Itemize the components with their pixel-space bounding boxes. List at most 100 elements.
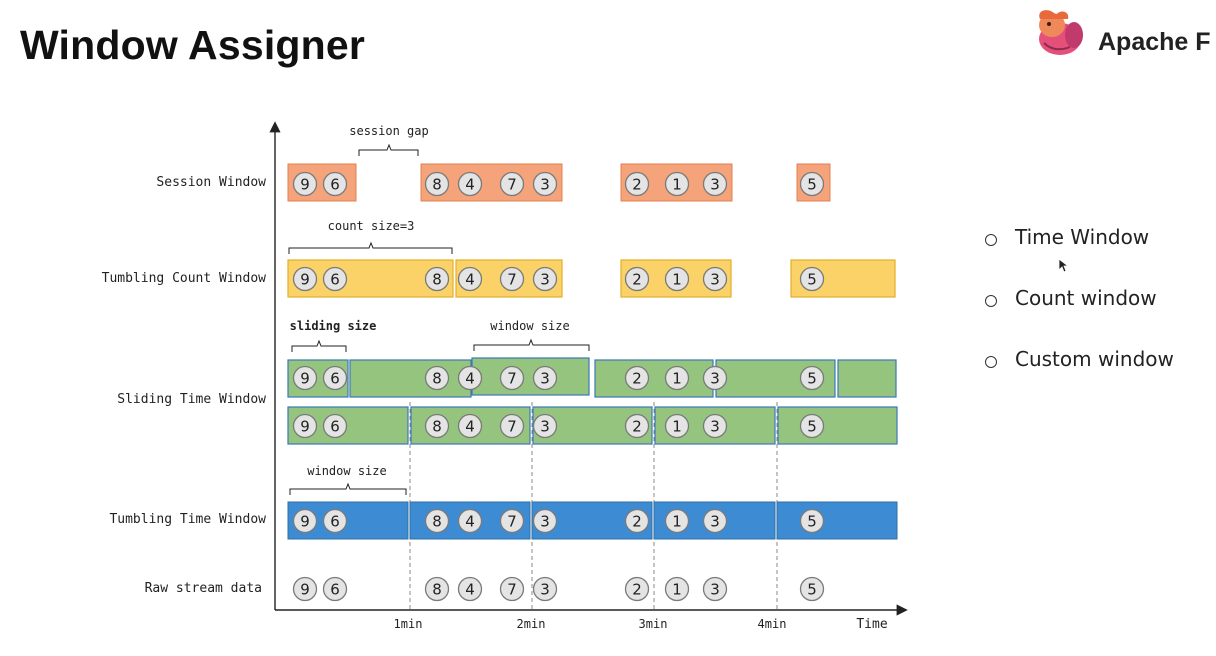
event-circle xyxy=(664,508,690,534)
event-value: 3 xyxy=(540,513,550,531)
event-marker-raw: 1 xyxy=(664,576,690,602)
event-circle xyxy=(499,266,525,292)
count-size-brace xyxy=(288,241,453,254)
event-circle xyxy=(322,171,348,197)
event-value: 3 xyxy=(540,581,550,599)
event-marker-sliding: 1 xyxy=(664,413,690,439)
event-value: 2 xyxy=(632,513,642,531)
event-marker-tumbling: 8 xyxy=(424,508,450,534)
flink-squirrel-icon xyxy=(1039,10,1083,55)
event-circle xyxy=(457,171,483,197)
event-value: 6 xyxy=(330,271,340,289)
event-circle xyxy=(292,508,318,534)
event-marker-raw: 2 xyxy=(624,576,650,602)
event-marker-sliding: 3 xyxy=(702,365,728,391)
event-marker-count: 4 xyxy=(457,266,483,292)
event-marker-sliding: 6 xyxy=(322,365,348,391)
event-circle xyxy=(424,266,450,292)
event-circle xyxy=(702,171,728,197)
event-value: 7 xyxy=(507,418,517,436)
event-value: 3 xyxy=(710,513,720,531)
row-label-tumbling: Tumbling Time Window xyxy=(109,512,266,527)
event-value: 9 xyxy=(300,513,310,531)
event-value: 1 xyxy=(672,271,682,289)
event-marker-raw: 6 xyxy=(322,576,348,602)
event-marker-sliding: 7 xyxy=(499,413,525,439)
event-marker-tumbling: 7 xyxy=(499,508,525,534)
event-circle xyxy=(799,365,825,391)
event-circle xyxy=(624,576,650,602)
event-marker-tumbling: 2 xyxy=(624,508,650,534)
window-size-tumbling-label: window size xyxy=(307,464,386,478)
event-value: 1 xyxy=(672,370,682,388)
event-marker-session: 5 xyxy=(799,171,825,197)
event-marker-count: 6 xyxy=(322,266,348,292)
event-circle xyxy=(424,171,450,197)
event-circle xyxy=(292,266,318,292)
event-value: 3 xyxy=(710,370,720,388)
event-circle xyxy=(664,413,690,439)
event-circle xyxy=(664,266,690,292)
event-marker-sliding: 3 xyxy=(702,413,728,439)
event-value: 1 xyxy=(672,176,682,194)
event-value: 4 xyxy=(465,370,475,388)
event-value: 6 xyxy=(330,418,340,436)
event-marker-session: 2 xyxy=(624,171,650,197)
event-value: 9 xyxy=(300,370,310,388)
window-size-sliding-brace xyxy=(473,338,590,351)
event-marker-tumbling: 6 xyxy=(322,508,348,534)
event-value: 9 xyxy=(300,271,310,289)
event-circle xyxy=(322,576,348,602)
event-circle xyxy=(664,171,690,197)
event-circle xyxy=(624,266,650,292)
window-assigner-diagram: Session Window Tumbling Count Window Sli… xyxy=(102,121,908,632)
row-label-raw: Raw stream data xyxy=(145,581,262,596)
row-label-sliding: Sliding Time Window xyxy=(117,392,266,407)
event-marker-sliding: 8 xyxy=(424,365,450,391)
event-circle xyxy=(799,171,825,197)
event-value: 5 xyxy=(807,513,817,531)
event-value: 5 xyxy=(807,370,817,388)
bullet-circle-icon xyxy=(985,295,997,307)
event-circle xyxy=(457,365,483,391)
event-value: 5 xyxy=(807,418,817,436)
row-label-session: Session Window xyxy=(156,175,266,190)
event-value: 3 xyxy=(540,176,550,194)
event-value: 8 xyxy=(432,513,442,531)
event-marker-tumbling: 9 xyxy=(292,508,318,534)
event-circle xyxy=(322,365,348,391)
event-circle xyxy=(532,576,558,602)
event-circle xyxy=(624,365,650,391)
event-circle xyxy=(799,508,825,534)
event-circle xyxy=(624,508,650,534)
tick-label: 1min xyxy=(394,617,423,631)
tick-label: 3min xyxy=(639,617,668,631)
event-marker-session: 3 xyxy=(532,171,558,197)
event-value: 6 xyxy=(330,370,340,388)
event-value: 4 xyxy=(465,581,475,599)
event-marker-sliding: 3 xyxy=(532,413,558,439)
event-circle xyxy=(624,413,650,439)
event-marker-raw: 8 xyxy=(424,576,450,602)
event-circle xyxy=(322,413,348,439)
event-value: 4 xyxy=(465,176,475,194)
event-marker-count: 5 xyxy=(799,266,825,292)
event-value: 1 xyxy=(672,418,682,436)
event-circle xyxy=(499,171,525,197)
event-value: 3 xyxy=(710,418,720,436)
event-marker-session: 6 xyxy=(322,171,348,197)
event-circle xyxy=(664,365,690,391)
event-circle xyxy=(322,266,348,292)
window-size-sliding-label: window size xyxy=(490,319,569,333)
event-circle xyxy=(532,413,558,439)
event-marker-raw: 4 xyxy=(457,576,483,602)
event-marker-session: 9 xyxy=(292,171,318,197)
session-gap-label: session gap xyxy=(349,124,428,138)
event-marker-session: 1 xyxy=(664,171,690,197)
event-circle xyxy=(532,171,558,197)
event-marker-sliding: 9 xyxy=(292,413,318,439)
event-value: 3 xyxy=(540,271,550,289)
event-value: 5 xyxy=(807,176,817,194)
event-marker-raw: 7 xyxy=(499,576,525,602)
